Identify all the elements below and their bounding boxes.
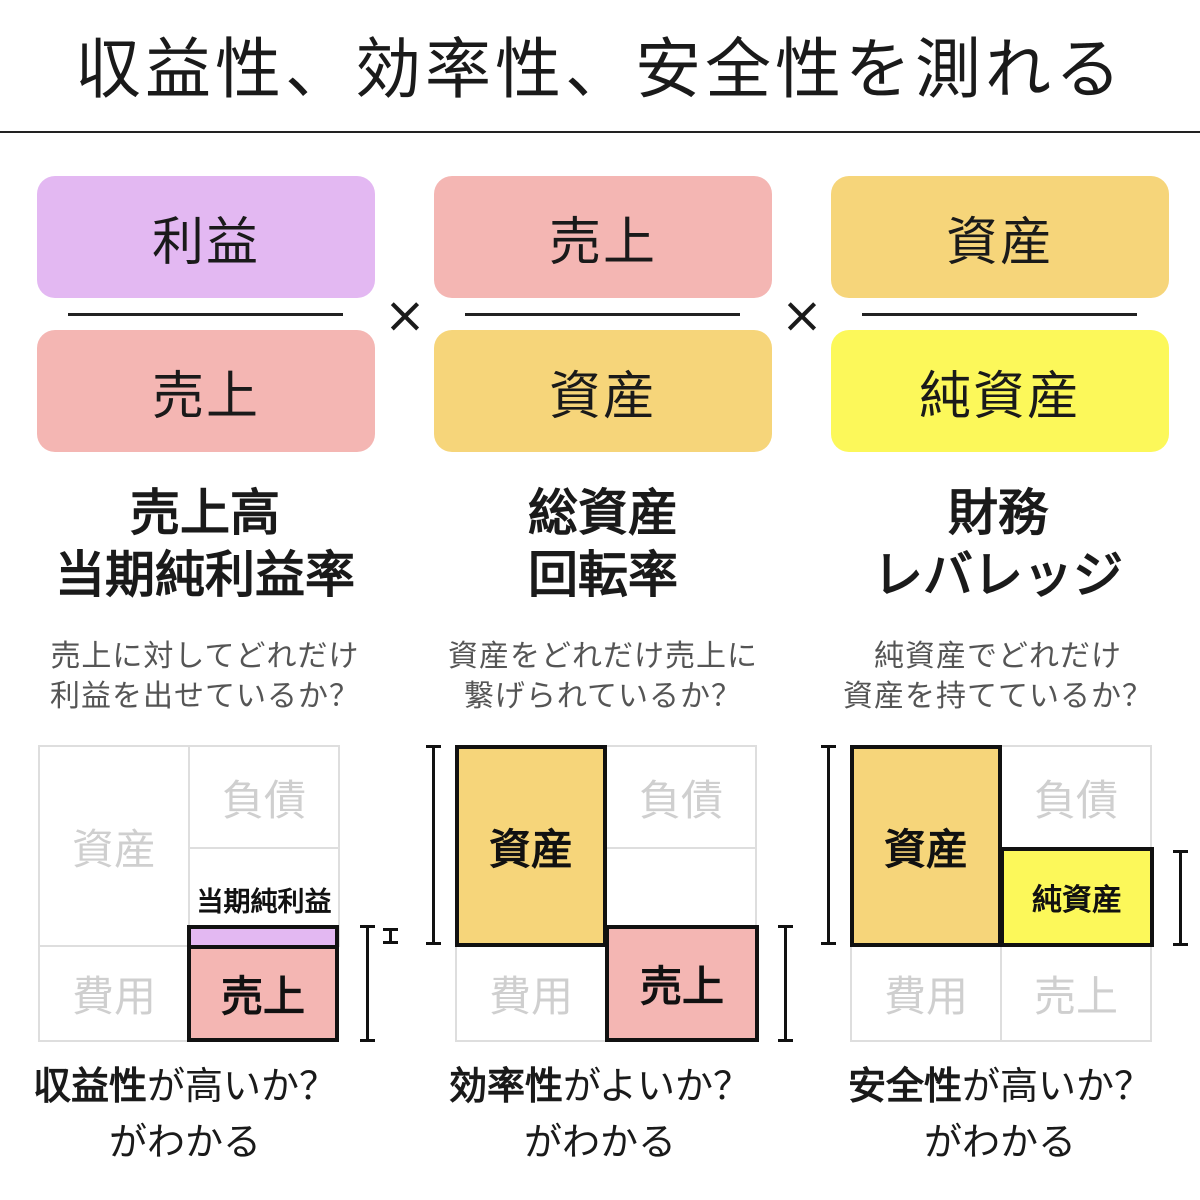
bs3-assets-label: 資産 — [883, 824, 968, 874]
fraction-3-numerator: 資産 — [831, 176, 1169, 298]
bs2-liabilities-label: 負債 — [638, 775, 723, 825]
conclusion-2-line2: がわかる — [523, 1120, 676, 1164]
fraction-1-denominator: 売上 — [37, 330, 375, 452]
bs1-sales-label: 売上 — [220, 972, 305, 1021]
fraction-2-denominator: 資産 — [434, 330, 772, 452]
metric-2-line1: 総資産 — [528, 484, 678, 542]
question-3-line1: 純資産でどれだけ — [874, 639, 1122, 674]
bs2-sales-label: 売上 — [639, 962, 724, 1011]
conclusion-1-line1: 収益性が高いか？ — [0, 1058, 370, 1114]
page-title: 収益性、効率性、安全性を測れる — [75, 31, 1125, 108]
bs1-expenses-label: 費用 — [71, 972, 156, 1021]
fraction-2-numerator: 売上 — [434, 176, 772, 298]
fraction-1-numerator: 利益 — [37, 176, 375, 298]
bs2-assets-label: 資産 — [488, 824, 573, 874]
bs3-net-assets-bracket — [1173, 850, 1188, 946]
fraction-3-numerator-label: 資産 — [945, 212, 1054, 273]
bs1-sales-bracket — [360, 925, 375, 1042]
bs3-assets-block: 資産 — [850, 745, 1002, 947]
fraction-3-denominator-label: 純資産 — [918, 366, 1081, 427]
conclusion-3-line1: 安全性が高いか？ — [810, 1058, 1190, 1114]
bs3-liabilities-label: 負債 — [1033, 775, 1118, 825]
conclusion-1-rest: が高いか？ — [147, 1064, 338, 1108]
conclusion-2: 効率性がよいか？ がわかる — [415, 1058, 785, 1170]
question-3-line2: 資産を持てているか？ — [843, 679, 1153, 714]
bs1-sales-block: 売上 — [187, 945, 339, 1042]
bs3-assets-bracket — [821, 745, 836, 945]
multiply-sign-2: × — [781, 286, 823, 344]
question-1-line2: 利益を出せているか？ — [50, 679, 360, 714]
bs2-assets-bracket — [426, 745, 441, 945]
bs3-liabilities-cell: 負債 — [1000, 745, 1152, 849]
bs3-sales-cell: 売上 — [1000, 945, 1152, 1042]
metric-3-name: 財務 レバレッジ — [796, 482, 1200, 606]
metric-3-line2: レバレッジ — [873, 546, 1123, 604]
metric-2-line2: 回転率 — [528, 546, 678, 604]
bs2-assets-block: 資産 — [455, 745, 607, 947]
bs2-expenses-label: 費用 — [488, 972, 573, 1021]
conclusion-2-line1: 効率性がよいか？ — [415, 1058, 785, 1114]
question-2: 資産をどれだけ売上に 繋げられているか？ — [400, 637, 806, 717]
bs1-assets-cell: 資産 — [38, 745, 190, 947]
conclusion-2-rest: がよいか？ — [562, 1064, 752, 1108]
question-1-line1: 売上に対してどれだけ — [50, 639, 360, 674]
metric-1-line1: 売上高 — [130, 484, 280, 542]
bs3-expenses-cell: 費用 — [850, 945, 1002, 1042]
question-3: 純資産でどれだけ 資産を持てているか？ — [796, 637, 1200, 717]
bs2-sales-bracket — [778, 925, 793, 1042]
question-2-line1: 資産をどれだけ売上に — [448, 639, 758, 674]
bs2-liabilities-cell: 負債 — [605, 745, 757, 849]
multiply-sign-1: × — [384, 286, 426, 344]
fraction-3-denominator: 純資産 — [831, 330, 1169, 452]
fraction-2-denominator-label: 資産 — [548, 366, 657, 427]
bs1-liabilities-cell: 負債 — [188, 745, 340, 849]
metric-1-line2: 当期純利益率 — [55, 546, 355, 604]
fraction-1-bar — [68, 313, 343, 316]
bs1-net-income-bracket — [383, 928, 398, 944]
conclusion-3-rest: が高いか？ — [962, 1064, 1153, 1108]
conclusion-3-keyword: 安全性 — [847, 1064, 962, 1108]
fraction-3-bar — [862, 313, 1137, 316]
metric-1-name: 売上高 当期純利益率 — [0, 482, 410, 606]
fraction-2-numerator-label: 売上 — [548, 212, 657, 273]
bs3-net-assets-label: 純資産 — [1032, 883, 1122, 918]
bs3-expenses-label: 費用 — [883, 972, 968, 1021]
fraction-1-denominator-label: 売上 — [151, 366, 260, 427]
bs3-net-assets-block: 純資産 — [1000, 847, 1154, 947]
title-divider — [0, 131, 1200, 133]
conclusion-1-keyword: 収益性 — [32, 1064, 147, 1108]
conclusion-3: 安全性が高いか？ がわかる — [810, 1058, 1190, 1170]
question-1: 売上に対してどれだけ 利益を出せているか？ — [0, 637, 410, 717]
bs1-expenses-cell: 費用 — [38, 945, 190, 1042]
bs2-expenses-cell: 費用 — [455, 945, 607, 1042]
conclusion-1: 収益性が高いか？ がわかる — [0, 1058, 370, 1170]
conclusion-3-line2: がわかる — [923, 1120, 1076, 1164]
metric-2-name: 総資産 回転率 — [400, 482, 806, 606]
question-2-line2: 繋げられているか？ — [463, 679, 743, 714]
fraction-2-bar — [465, 313, 740, 316]
fraction-1-numerator-label: 利益 — [151, 212, 260, 273]
conclusion-2-keyword: 効率性 — [448, 1064, 563, 1108]
bs2-sales-block: 売上 — [605, 925, 759, 1042]
bs1-net-income-label: 当期純利益 — [196, 887, 332, 918]
bs3-sales-label: 売上 — [1033, 972, 1118, 1021]
bs1-liabilities-label: 負債 — [221, 775, 306, 825]
metric-3-line1: 財務 — [948, 484, 1048, 542]
bs1-assets-label: 資産 — [71, 824, 156, 874]
conclusion-1-line2: がわかる — [108, 1120, 261, 1164]
